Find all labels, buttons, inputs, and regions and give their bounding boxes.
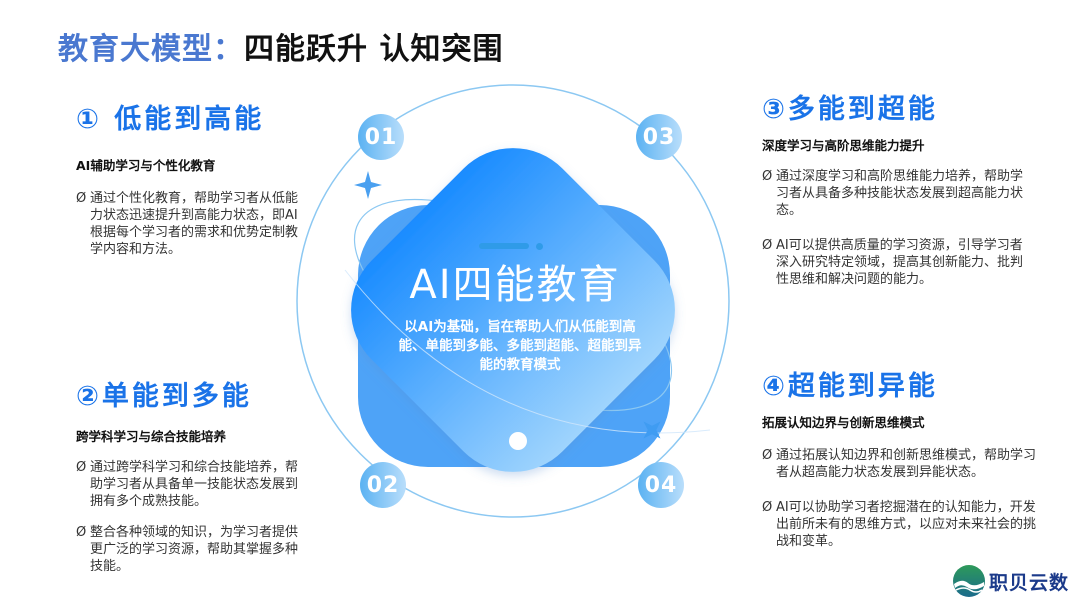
section-super-to-extra: ④超能到异能 拓展认知边界与创新思维模式 Ø 通过拓展认知边界和创新思维模式，帮… <box>762 370 1042 550</box>
badge-01: 01 <box>358 114 404 160</box>
central-graphic <box>290 75 740 535</box>
bullet-mark-icon: Ø <box>76 460 87 475</box>
bullet-mark-icon: Ø <box>76 191 87 206</box>
section-subheading: 深度学习与高阶思维能力提升 <box>762 138 925 153</box>
section-low-to-high: ① 低能到高能 AI辅助学习与个性化教育 Ø 通过个性化教育，帮助学习者从低能力… <box>76 103 306 258</box>
section-heading: ④超能到异能 <box>762 371 938 402</box>
section-heading: ③多能到超能 <box>762 94 938 125</box>
bullet-item: Ø 通过拓展认知边界和创新思维模式，帮助学习者从超高能力状态发展到异能状态。 <box>762 448 1037 480</box>
center-title: AI四能教育 <box>409 262 621 308</box>
section-subheading: AI辅助学习与个性化教育 <box>76 158 216 173</box>
bullet-mark-icon: Ø <box>762 169 773 184</box>
orbit-diagram <box>296 84 730 518</box>
section-subheading: 跨学科学习与综合技能培养 <box>76 429 227 444</box>
center-decor-bar <box>479 243 529 249</box>
section-multi-to-super: ③多能到超能 深度学习与高阶思维能力提升 Ø 通过深度学习和高阶思维能力培养，帮… <box>762 93 1027 288</box>
bullet-mark-icon: Ø <box>762 238 773 253</box>
bullet-mark-icon: Ø <box>762 448 773 463</box>
page-title: 教育大模型：四能跃升 认知突围 <box>58 24 503 68</box>
page-title-rest: 四能跃升 认知突围 <box>244 32 504 67</box>
front-shape <box>351 148 675 472</box>
badge-02: 02 <box>360 462 406 508</box>
center-description: 以AI为基础，旨在帮助人们从低能到高能、单能到多能、多能到超能、超能到异能的教育… <box>398 319 642 373</box>
bullet-mark-icon: Ø <box>762 500 773 515</box>
bullet-mark-icon: Ø <box>76 525 87 540</box>
section-heading: ②单能到多能 <box>76 381 252 412</box>
bullet-item: Ø 整合各种领域的知识，为学习者提供更广泛的学习资源，帮助其掌握多种技能。 <box>76 525 299 574</box>
sparkle-icon <box>643 421 661 439</box>
brand-name: 职贝云数 <box>989 571 1070 594</box>
wave-globe-icon <box>953 565 985 597</box>
bullet-item: Ø AI可以协助学习者挖掘潜在的认知能力，开发出前所未有的思维方式，以应对未来社… <box>762 500 1037 549</box>
section-single-to-multi: ②单能到多能 跨学科学习与综合技能培养 Ø 通过跨学科学习和综合技能培养，帮助学… <box>76 380 306 575</box>
bullet-item: Ø 通过深度学习和高阶思维能力培养，帮助学习者从具备多种技能状态发展到超高能力状… <box>762 169 1024 218</box>
bullet-item: Ø AI可以提供高质量的学习资源，引导学习者深入研究特定领域，提高其创新能力、批… <box>762 238 1024 287</box>
section-subheading: 拓展认知边界与创新思维模式 <box>762 415 925 430</box>
bullet-item: Ø 通过跨学科学习和综合技能培养，帮助学习者从具备单一技能状态发展到拥有多个成熟… <box>76 460 299 509</box>
outer-orbit <box>296 84 730 518</box>
badge-03: 03 <box>636 114 682 160</box>
hole-dot <box>509 432 527 450</box>
bullet-item: Ø 通过个性化教育，帮助学习者从低能力状态迅速提升到高能力状态，即AI根据每个学… <box>76 191 299 257</box>
section-heading: ① 低能到高能 <box>76 104 265 135</box>
sparkle-icon <box>354 171 382 199</box>
center-decor-dot <box>536 243 543 250</box>
page-title-accent: 教育大模型： <box>58 32 244 67</box>
brand-logo: 职贝云数 <box>952 564 1069 598</box>
badge-04: 04 <box>638 462 684 508</box>
